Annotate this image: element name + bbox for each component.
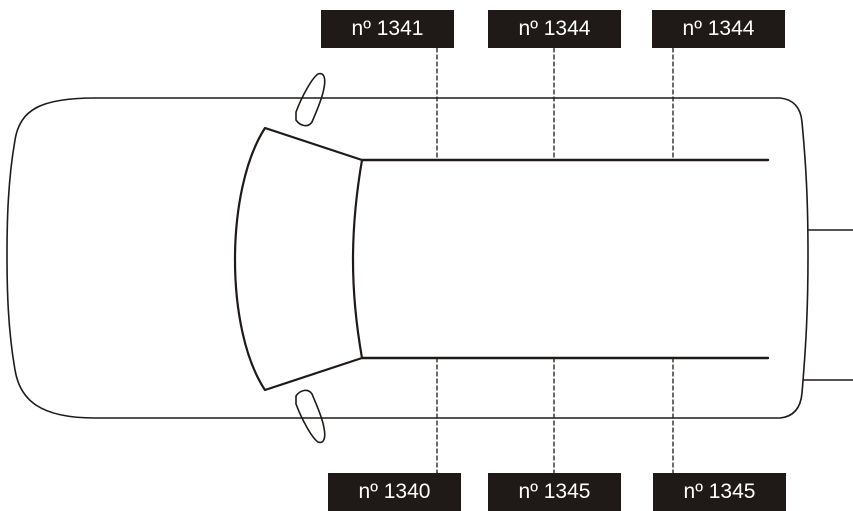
windshield — [234, 126, 364, 392]
part-label-top-1-text: nº 1341 — [351, 17, 424, 40]
part-label-top-2-text: nº 1344 — [518, 17, 591, 40]
part-label-bottom-1-text: nº 1340 — [358, 480, 431, 503]
part-label-bottom-2[interactable]: nº 1345 — [488, 473, 621, 511]
part-label-bottom-3-text: nº 1345 — [683, 480, 756, 503]
part-label-top-3[interactable]: nº 1344 — [652, 10, 785, 48]
car-body-outline — [6, 97, 809, 419]
part-label-bottom-3[interactable]: nº 1345 — [653, 473, 786, 511]
side-mirror-bottom — [295, 389, 326, 444]
part-label-top-3-text: nº 1344 — [682, 17, 755, 40]
part-label-top-2[interactable]: nº 1344 — [488, 10, 621, 48]
side-mirror-top — [295, 72, 326, 127]
part-label-bottom-2-text: nº 1345 — [518, 480, 591, 503]
part-label-top-1[interactable]: nº 1341 — [321, 10, 454, 48]
part-label-bottom-1[interactable]: nº 1340 — [328, 473, 461, 511]
